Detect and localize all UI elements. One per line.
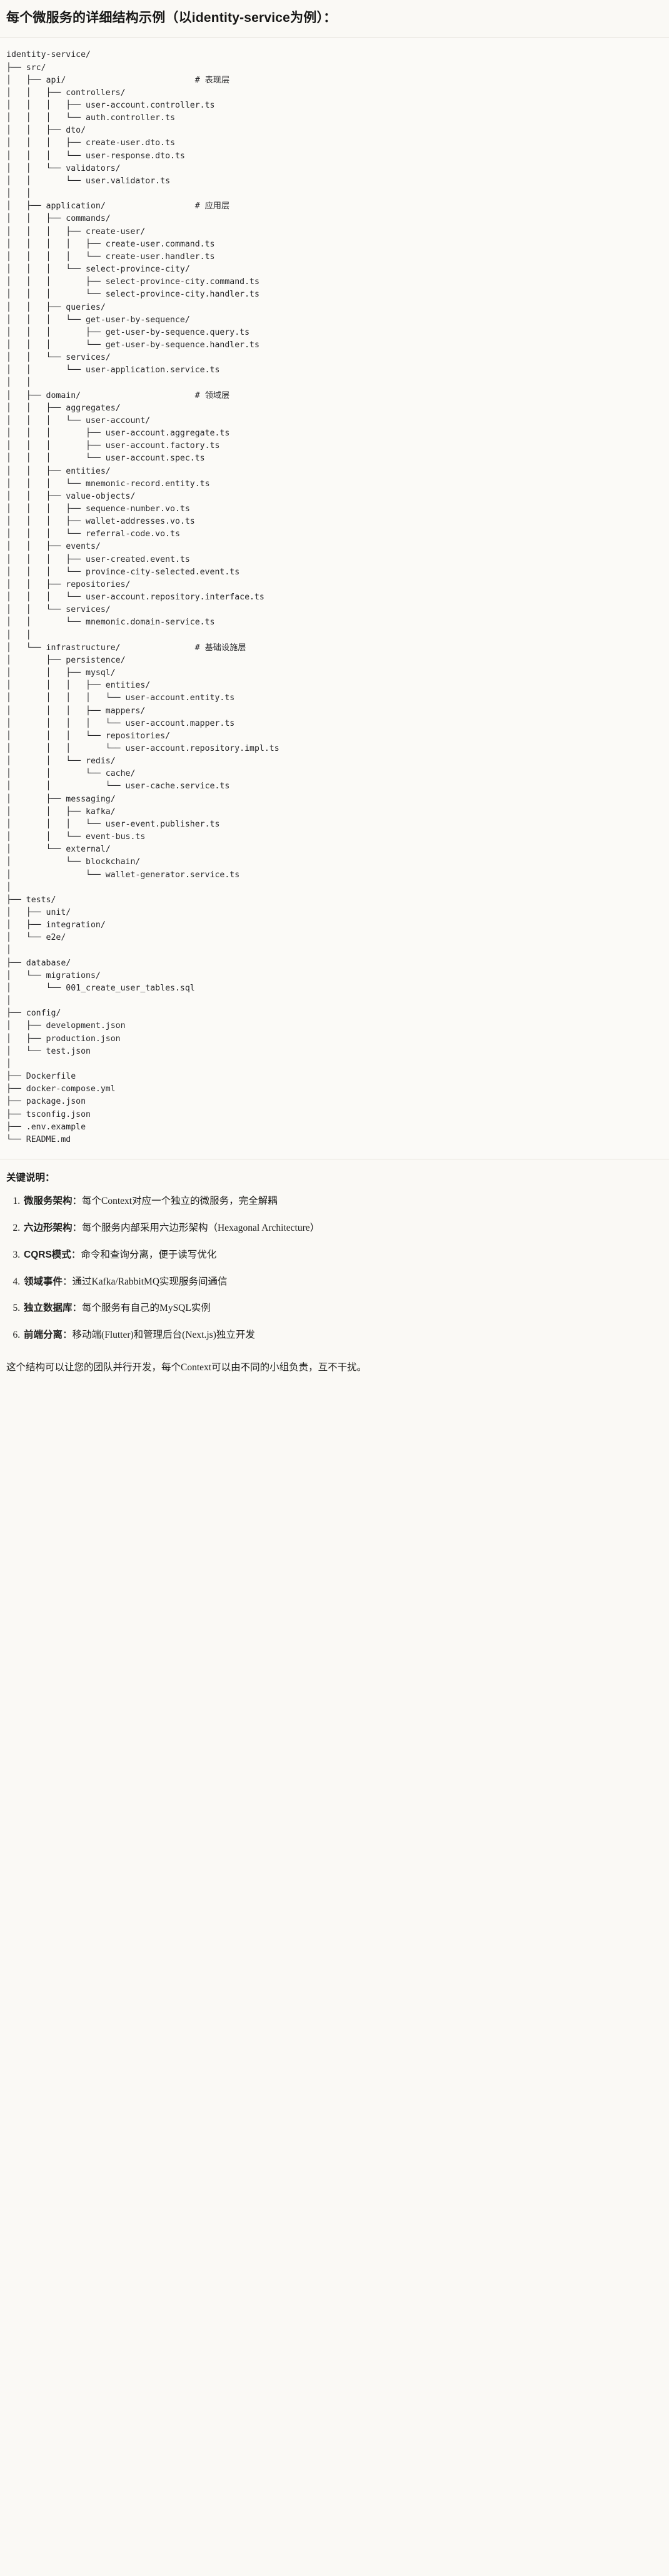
- note-separator: ：: [71, 1249, 81, 1260]
- document-page: 每个微服务的详细结构示例（以identity-service为例）： ident…: [0, 0, 669, 1387]
- note-separator: ：: [63, 1276, 73, 1287]
- key-notes-heading: 关键说明：: [6, 1172, 55, 1183]
- note-description: 移动端(Flutter)和管理后台(Next.js)独立开发: [72, 1330, 255, 1341]
- note-separator: ：: [72, 1223, 83, 1234]
- note-description: 通过Kafka/RabbitMQ实现服务间通信: [72, 1276, 228, 1287]
- note-term: 领域事件: [24, 1276, 63, 1287]
- note-separator: ：: [72, 1303, 83, 1314]
- directory-tree: identity-service/ ├── src/ │ ├── api/ # …: [6, 50, 279, 1144]
- directory-tree-code-block: identity-service/ ├── src/ │ ├── api/ # …: [0, 37, 669, 1159]
- note-description: 每个服务有自己的MySQL实例: [82, 1303, 211, 1314]
- list-item: 六边形架构：每个服务内部采用六边形架构（Hexagonal Architectu…: [23, 1221, 663, 1236]
- note-term: 前端分离: [24, 1330, 63, 1341]
- note-term: CQRS模式: [24, 1249, 71, 1260]
- page-title: 每个微服务的详细结构示例（以identity-service为例）：: [0, 0, 669, 37]
- list-item: 前端分离：移动端(Flutter)和管理后台(Next.js)独立开发: [23, 1328, 663, 1343]
- list-item: 微服务架构：每个Context对应一个独立的微服务，完全解耦: [23, 1194, 663, 1209]
- note-description: 每个Context对应一个独立的微服务，完全解耦: [82, 1196, 278, 1207]
- note-separator: ：: [63, 1330, 73, 1341]
- note-term: 微服务架构: [24, 1196, 73, 1207]
- note-description: 每个服务内部采用六边形架构（Hexagonal Architecture）: [82, 1223, 320, 1234]
- page-title-text: 每个微服务的详细结构示例（以identity-service为例）：: [6, 11, 337, 25]
- closing-paragraph: 这个结构可以让您的团队并行开发，每个Context可以由不同的小组负责，互不干扰…: [6, 1362, 367, 1373]
- note-term: 六边形架构: [24, 1223, 73, 1234]
- key-notes-list: 微服务架构：每个Context对应一个独立的微服务，完全解耦 六边形架构：每个服…: [6, 1194, 663, 1343]
- list-item: 独立数据库：每个服务有自己的MySQL实例: [23, 1301, 663, 1316]
- note-description: 命令和查询分离，便于读写优化: [81, 1249, 217, 1260]
- note-term: 独立数据库: [24, 1303, 73, 1314]
- note-separator: ：: [72, 1196, 83, 1207]
- list-item: 领域事件：通过Kafka/RabbitMQ实现服务间通信: [23, 1275, 663, 1290]
- key-notes-section: 关键说明： 微服务架构：每个Context对应一个独立的微服务，完全解耦 六边形…: [0, 1159, 669, 1346]
- list-item: CQRS模式：命令和查询分离，便于读写优化: [23, 1248, 663, 1263]
